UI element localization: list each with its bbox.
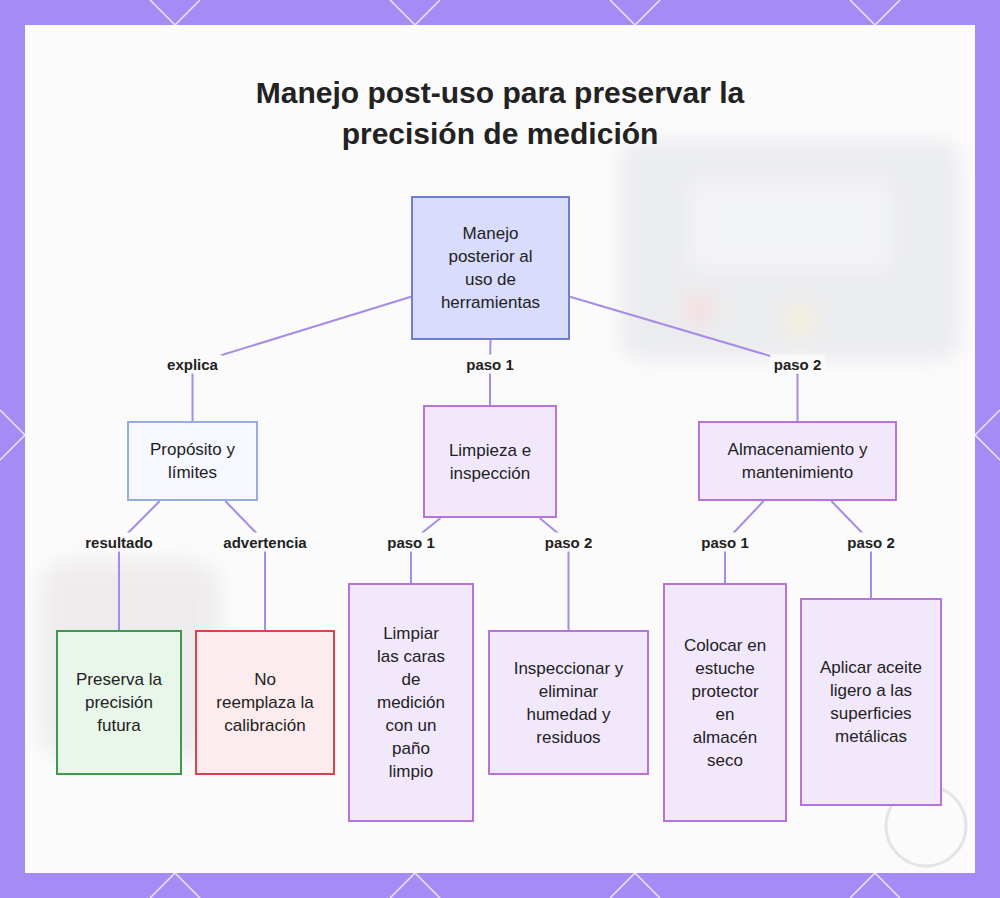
step-box: Aplicar aceite ligero a las superficies … xyxy=(800,598,942,806)
edge-label: paso 2 xyxy=(541,533,597,552)
result-box: Preserva la precisión futura xyxy=(56,630,182,775)
node-label: Almacenamiento y mantenimiento xyxy=(714,438,881,484)
step-box: Almacenamiento y mantenimiento xyxy=(698,421,897,501)
connector-line xyxy=(193,297,412,421)
step-box: Limpiar las caras de medición con un pañ… xyxy=(348,583,474,822)
edge-label: paso 2 xyxy=(843,533,899,552)
step-box: Colocar en estuche protector en almacén … xyxy=(663,583,787,822)
step-box: Limpieza e inspección xyxy=(423,405,557,518)
edge-label: paso 1 xyxy=(383,533,439,552)
edge-label: paso 1 xyxy=(462,355,518,374)
connector-line xyxy=(225,501,265,630)
node-label: Colocar en estuche protector en almacén … xyxy=(683,634,767,772)
topic-box: Propósito y límites xyxy=(127,421,258,501)
connector-line xyxy=(119,501,160,630)
title-text: Manejo post-uso para preservar la precis… xyxy=(210,72,790,154)
panel-ground xyxy=(25,25,975,873)
node-label: Preserva la precisión futura xyxy=(76,668,162,737)
edge-label: paso 1 xyxy=(697,533,753,552)
node-label: Propósito y límites xyxy=(143,438,242,484)
step-box: Inspeccionar y eliminar humedad y residu… xyxy=(488,630,649,775)
root-box: Manejo posterior al uso de herramientas xyxy=(411,196,570,340)
diagram-title: Manejo post-uso para preservar la precis… xyxy=(200,72,800,154)
edge-label: resultado xyxy=(81,533,157,552)
node-label: Aplicar aceite ligero a las superficies … xyxy=(816,656,926,748)
node-label: Manejo posterior al uso de herramientas xyxy=(437,222,544,314)
node-label: Inspeccionar y eliminar humedad y residu… xyxy=(504,657,633,749)
edge-label: explica xyxy=(163,355,222,374)
warning-box: No reemplaza la calibración xyxy=(195,630,335,775)
node-label: No reemplaza la calibración xyxy=(213,668,317,737)
node-label: Limpieza e inspección xyxy=(441,439,539,485)
node-label: Limpiar las caras de medición con un pañ… xyxy=(372,622,450,783)
connector-line xyxy=(570,297,798,421)
edge-label: advertencia xyxy=(219,533,310,552)
edge-label: paso 2 xyxy=(770,355,826,374)
